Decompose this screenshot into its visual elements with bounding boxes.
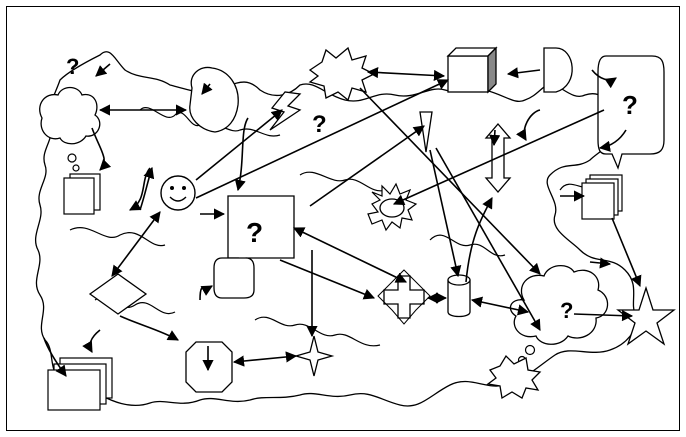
arrow <box>429 149 462 278</box>
cloud-shape <box>39 86 101 145</box>
wavy-line <box>254 316 381 347</box>
arrow <box>232 351 298 367</box>
arrow <box>43 337 67 377</box>
arrow <box>359 87 541 275</box>
cross-shape-outer <box>377 269 431 325</box>
star-shape <box>616 285 676 346</box>
thought-bubble <box>67 153 77 163</box>
arrow <box>195 79 450 199</box>
arrow <box>129 167 151 211</box>
arrow <box>201 82 213 95</box>
arrow <box>598 129 627 152</box>
arrow <box>489 129 501 147</box>
arrow <box>91 127 112 171</box>
arrow <box>366 66 446 82</box>
question-mark-cloud: ? <box>560 298 573 323</box>
arrow <box>589 257 612 269</box>
page-stack <box>581 182 615 220</box>
diamond-shape <box>88 273 148 315</box>
page-stack <box>63 177 95 215</box>
arrow <box>279 259 376 300</box>
oval-shape <box>189 66 239 133</box>
arrow <box>195 109 283 181</box>
arrow <box>516 109 541 141</box>
arrow <box>234 117 249 192</box>
question-mark-center: ? <box>246 217 263 248</box>
question-mark-lightning: ? <box>312 111 327 138</box>
thought-bubble <box>524 344 536 356</box>
four-point-star <box>293 335 335 377</box>
rounded-square <box>213 257 255 299</box>
lightning-bolt <box>269 91 302 131</box>
arrow <box>292 227 408 283</box>
question-mark-speech-bubble: ? <box>622 90 638 120</box>
arrow <box>111 211 161 277</box>
wavy-line <box>69 227 166 247</box>
arrow <box>392 109 605 205</box>
arrow <box>119 315 179 341</box>
background-blob <box>34 51 637 407</box>
thought-bubble <box>72 164 80 172</box>
arrow <box>95 63 111 77</box>
explosion-shape <box>486 354 542 400</box>
triangle-shape <box>419 111 433 153</box>
arrow <box>470 296 530 316</box>
arrow <box>611 217 642 288</box>
wavy-line <box>299 171 386 192</box>
page-stack <box>47 369 101 411</box>
smiley-face <box>160 175 196 211</box>
arrow <box>199 285 213 301</box>
arrow <box>506 67 541 79</box>
arrow <box>465 197 493 283</box>
cube-shape <box>446 46 498 94</box>
sun-shape <box>367 182 418 232</box>
cylinder-shape <box>447 274 471 318</box>
octagon-shape <box>185 341 233 393</box>
delay-shape <box>543 47 573 93</box>
wavy-line <box>429 234 506 257</box>
starburst-shape <box>308 46 376 102</box>
arrow <box>309 125 425 207</box>
question-mark-top-left: ? <box>66 54 79 79</box>
cross-shape <box>383 275 425 319</box>
arrow <box>573 310 634 322</box>
arrow <box>139 166 155 211</box>
arrow <box>591 69 617 89</box>
arrow <box>82 329 101 353</box>
